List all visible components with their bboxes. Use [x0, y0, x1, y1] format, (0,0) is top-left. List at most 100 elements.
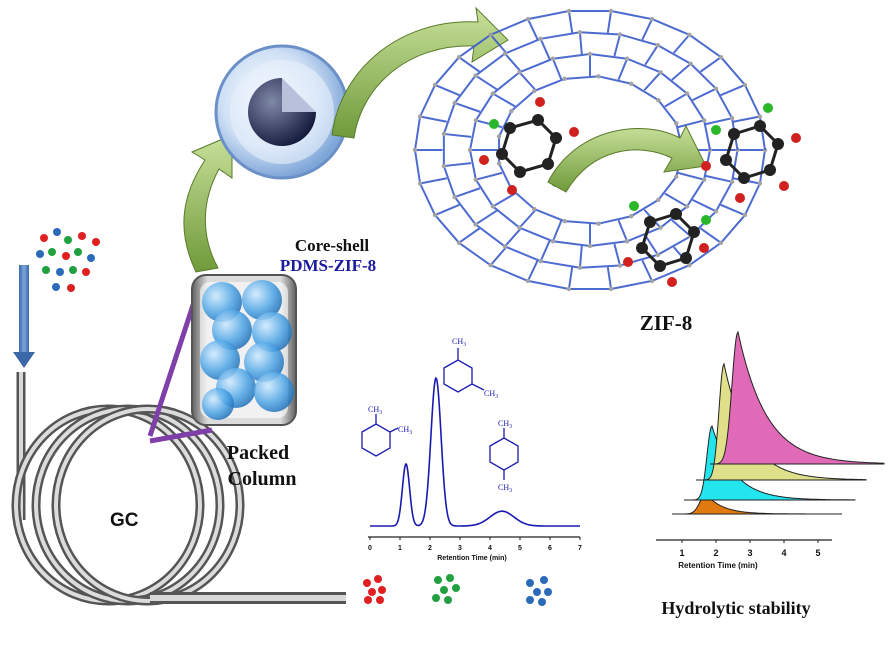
zif8-bond: [518, 71, 537, 91]
zif8-atom: [684, 91, 690, 96]
zif8-atom: [473, 177, 479, 182]
zoom-lines: [147, 289, 213, 444]
molecule-lower: [623, 201, 711, 287]
zif8-bond: [613, 243, 621, 266]
zif8-atom: [417, 181, 423, 186]
packed-label: Packed: [227, 442, 289, 464]
zif8-bond: [720, 214, 746, 244]
zif8-bond: [498, 163, 513, 190]
zif8-atom: [488, 32, 493, 37]
zif8-atom: [757, 181, 763, 186]
zif8-atom: [587, 243, 593, 249]
zif8-atom: [629, 81, 634, 86]
o-xylene-ch3-top: CH3: [368, 405, 382, 416]
zif8-bond: [758, 149, 766, 184]
zif8-bond: [414, 116, 422, 151]
zif8-atom: [473, 73, 478, 78]
zif8-bond: [657, 235, 692, 256]
zif8-bond: [626, 57, 661, 74]
zif8-bond: [498, 110, 513, 137]
p-xylene-ch3-top: CH3: [498, 419, 512, 430]
zif8-atom: [417, 114, 423, 119]
zif8-atom: [608, 8, 614, 14]
zif8-atom: [432, 82, 438, 88]
zif8-bond: [686, 179, 705, 207]
zif8-bond: [589, 240, 628, 247]
stability-tick-label: 2: [713, 548, 718, 558]
separated-dots-red: [363, 575, 386, 604]
zif8-bond: [703, 120, 711, 151]
zif8-bond: [458, 227, 481, 244]
zif8-bond: [613, 34, 621, 57]
zif8-atom: [538, 258, 543, 264]
zif8-atom: [656, 97, 661, 103]
zif8-bond: [626, 226, 661, 243]
chromatogram-tick-label: 1: [398, 545, 402, 552]
zif8-atom: [550, 239, 556, 244]
stability-tick-label: 1: [679, 548, 684, 558]
zif8-bond: [519, 57, 554, 74]
zif8-atom: [452, 100, 457, 106]
zif8-bond: [492, 92, 516, 108]
zif8-bond: [705, 117, 733, 126]
zif8-bond: [527, 18, 539, 41]
zif8-atom: [713, 209, 719, 214]
m-xylene-structure: [443, 348, 485, 393]
m-xylene-ch3-top: CH3: [452, 337, 466, 348]
zif8-bond: [578, 32, 583, 55]
zif8-bond: [617, 58, 629, 80]
stability-xlabel: Retention Time (min): [678, 561, 758, 570]
zif8-atom: [701, 177, 707, 182]
zif8-atom: [655, 252, 661, 257]
zif8-bond: [657, 176, 678, 201]
zif8-bond: [651, 18, 690, 36]
chromatogram-tick-label: 0: [368, 545, 372, 552]
zif8-atom: [617, 263, 623, 268]
arrow-column-to-particle: [183, 134, 233, 273]
zif8-bond: [551, 58, 563, 80]
zif8-bond: [720, 56, 746, 86]
zif8-bond: [598, 75, 632, 85]
zif8-bond: [492, 71, 521, 95]
zif8-bond: [539, 38, 551, 60]
zif8-bond: [519, 226, 554, 243]
zif8-bond: [469, 149, 477, 180]
zif8-bond: [641, 259, 653, 282]
zif8-atom: [496, 134, 502, 139]
zif8-atom: [488, 263, 493, 268]
zif8-bond: [458, 56, 481, 73]
zif8-bond: [606, 266, 613, 290]
zif8-atom: [684, 204, 690, 209]
zif8-bond: [744, 183, 761, 216]
gc-label: GC: [110, 510, 139, 531]
chromatogram-tick-label: 2: [428, 545, 432, 552]
zif8-bond: [610, 279, 653, 290]
zif8-atom: [658, 225, 663, 230]
zif8-bond: [659, 71, 688, 95]
zif8-bond: [641, 18, 653, 41]
zif8-bond: [419, 183, 436, 216]
zif8-bond: [686, 93, 705, 121]
zif8-bond: [677, 171, 705, 181]
zif8-bond: [715, 88, 733, 119]
zif8-bond: [606, 10, 613, 34]
zif8-bond: [434, 84, 460, 97]
zif8-bond: [643, 71, 662, 91]
zif8-bond: [475, 74, 498, 91]
zif8-atom: [729, 115, 735, 121]
zif8-bond: [567, 10, 574, 34]
zif8-atom: [517, 70, 522, 75]
chromatogram-tick-label: 7: [578, 545, 582, 552]
zif8-label: ZIF-8: [640, 311, 693, 335]
zif8-atom: [456, 54, 462, 60]
chromatogram-trace: [370, 376, 580, 527]
zif8-bond: [699, 227, 722, 244]
m-xylene-ch3-side: CH3: [484, 389, 498, 400]
zif8-bond: [579, 264, 621, 269]
zif8-bond: [510, 90, 535, 112]
zif8-bond: [673, 34, 691, 54]
zif8-atom: [729, 179, 735, 185]
zif8-bond: [610, 10, 653, 21]
